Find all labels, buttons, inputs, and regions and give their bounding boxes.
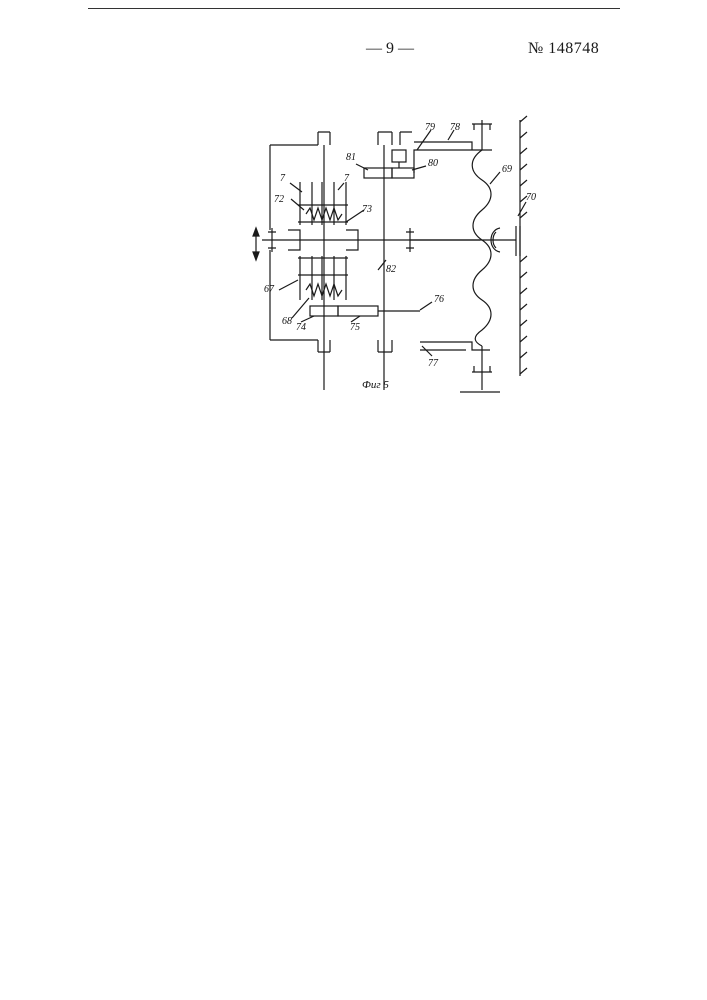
drawing-lines [253, 116, 527, 392]
figure-caption: Фиг 5 [362, 379, 389, 391]
label-74: 74 [296, 322, 306, 333]
label-79: 79 [425, 122, 435, 133]
label-70: 70 [526, 192, 536, 203]
label-80: 80 [428, 158, 438, 169]
label-69: 69 [502, 164, 512, 175]
label-81: 81 [346, 152, 356, 163]
label-78: 78 [450, 122, 460, 133]
label-67: 67 [264, 284, 275, 295]
label-72: 72 [274, 194, 284, 205]
label-76: 76 [434, 294, 444, 305]
label-82: 82 [386, 264, 396, 275]
label-7-right: 7 [344, 173, 350, 184]
label-68: 68 [282, 316, 292, 327]
label-75: 75 [350, 322, 360, 333]
label-73: 73 [362, 204, 372, 215]
label-7-left: 7 [280, 173, 286, 184]
label-77: 77 [428, 358, 439, 369]
